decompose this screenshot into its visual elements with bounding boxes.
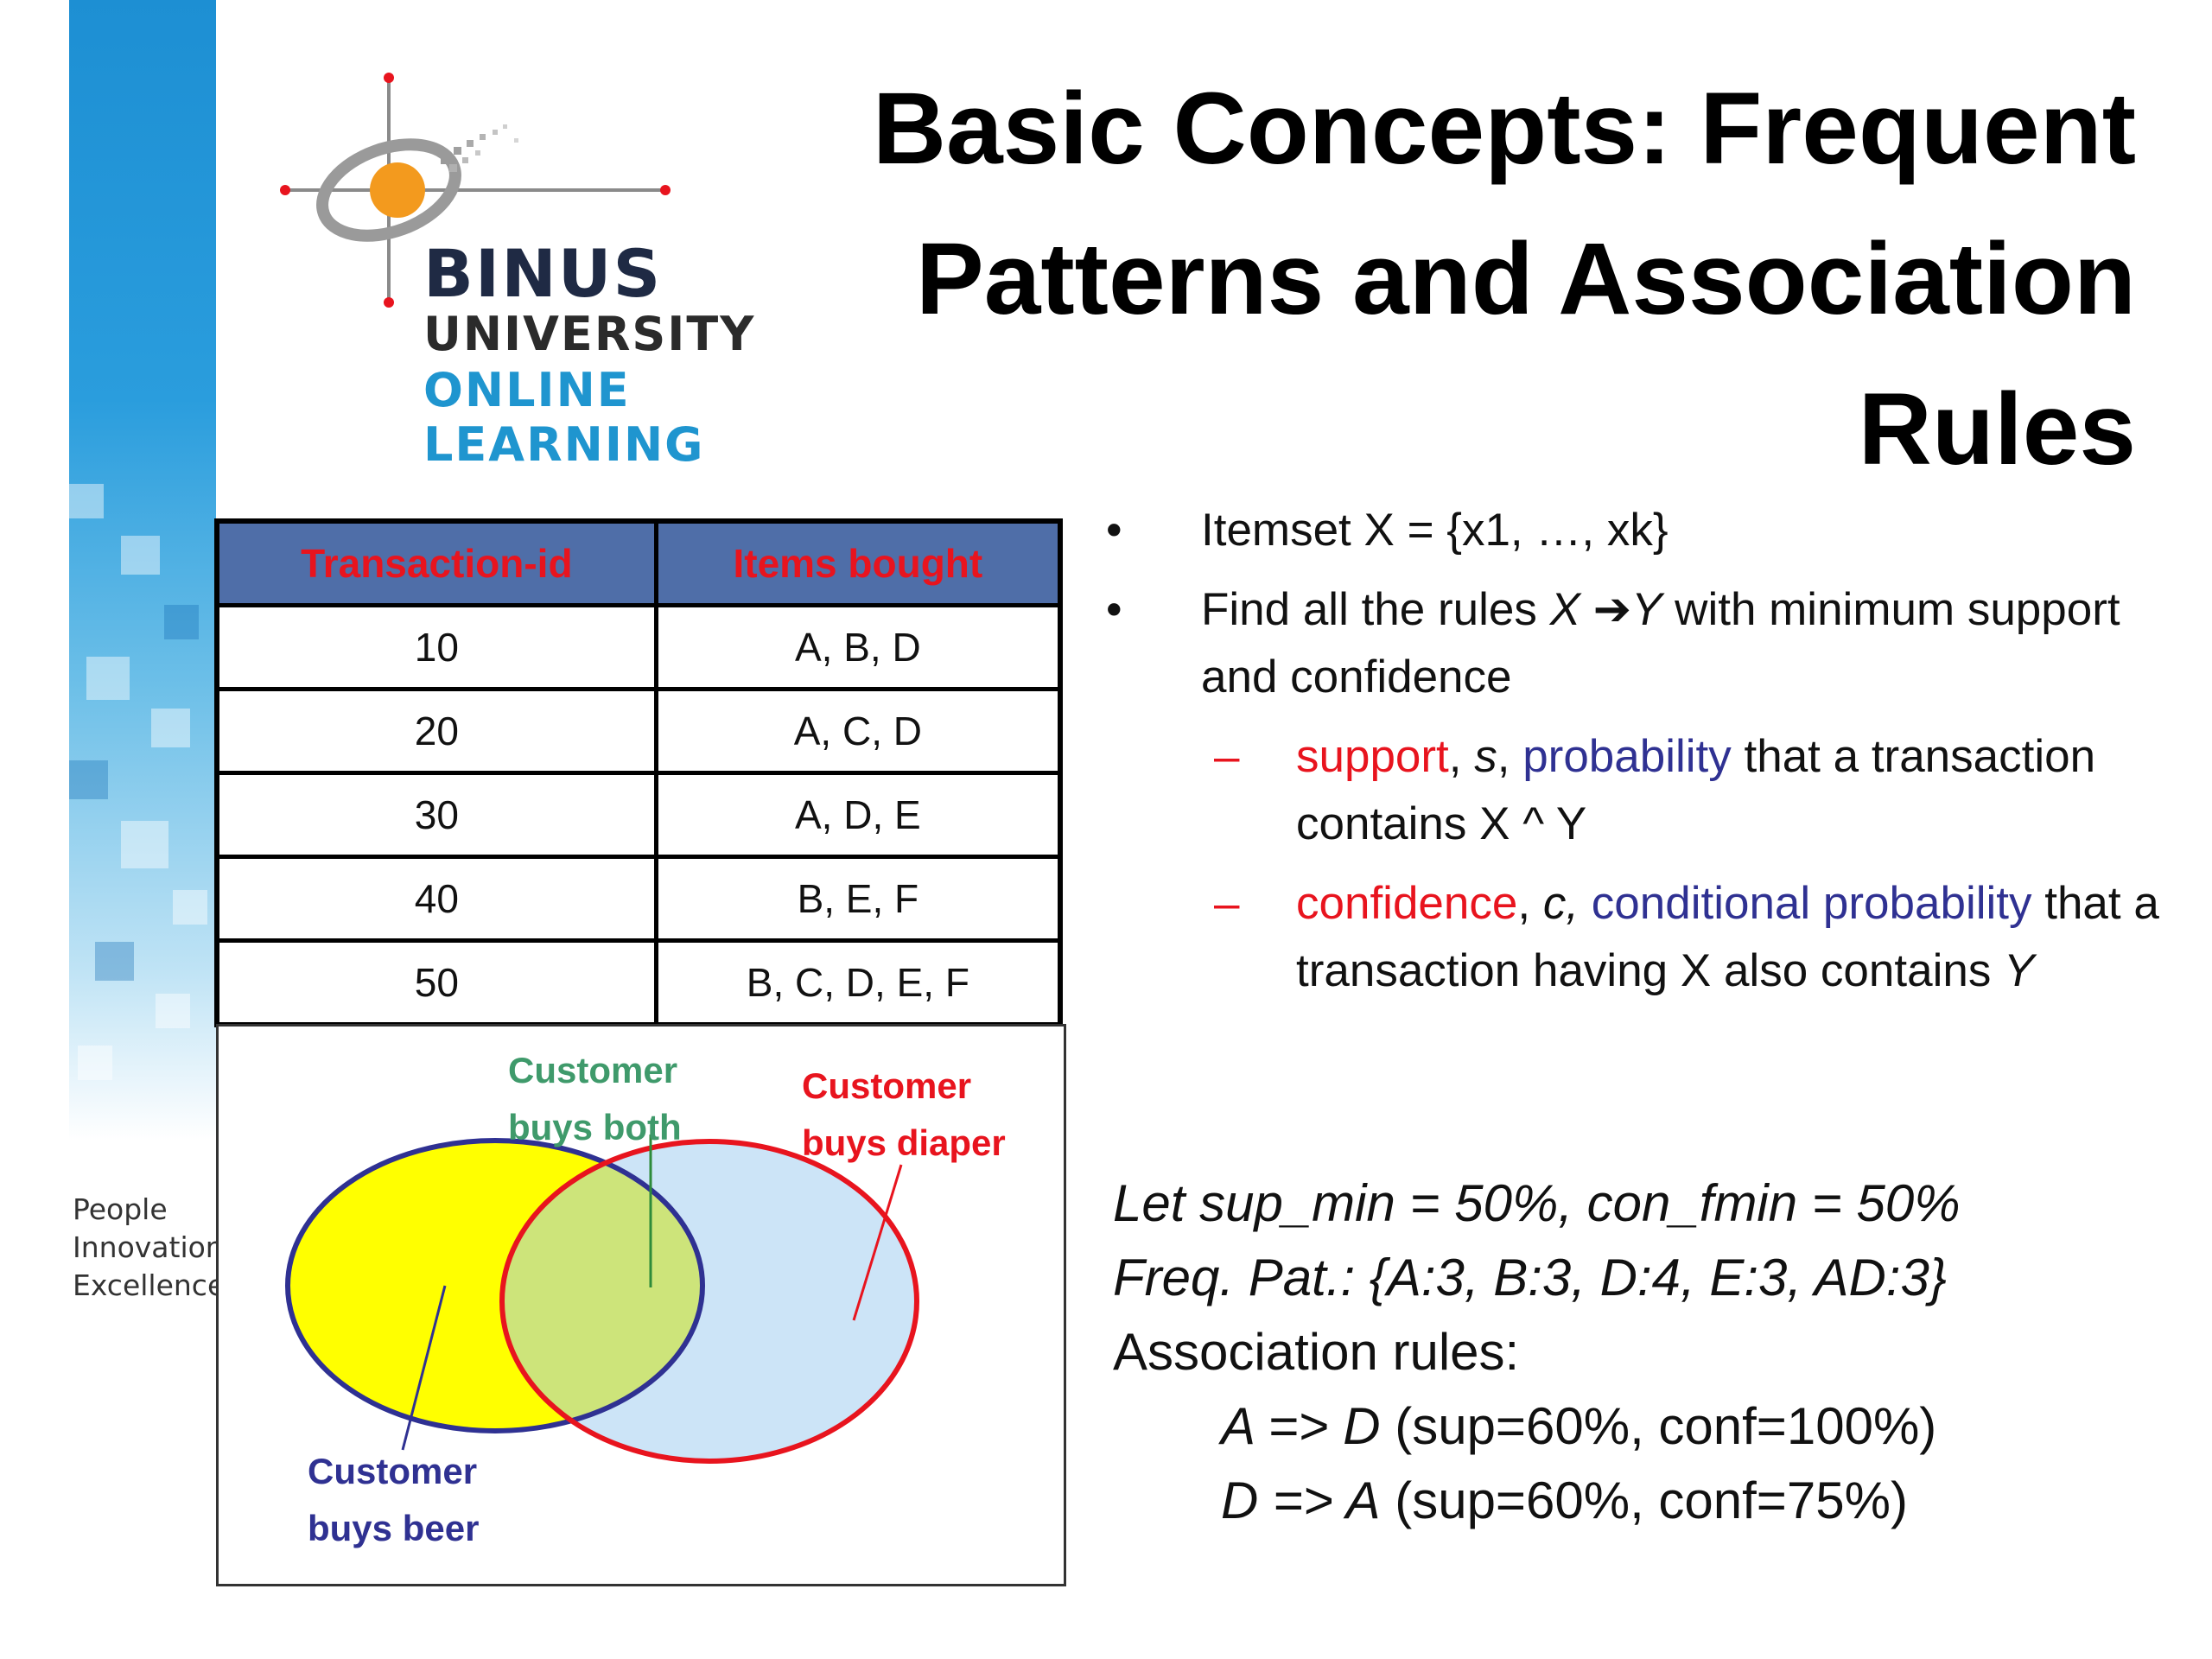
table-row: 20 A, C, D	[214, 687, 1063, 775]
logo-online-text: ONLINE	[423, 363, 631, 417]
rule-a-to-d: A => D (sup=60%, conf=100%)	[1221, 1397, 1937, 1455]
table-row: 40 B, E, F	[214, 855, 1063, 943]
cell-transaction-id: 50	[214, 938, 658, 1027]
transaction-table: Transaction-id Items bought 10 A, B, D 2…	[214, 518, 1063, 1027]
tagline-people: People	[73, 1192, 168, 1226]
table-row: 30 A, D, E	[214, 771, 1063, 859]
slide-title-line-3: Rules	[1858, 372, 2136, 486]
rule-d-to-a: D => A (sup=60%, conf=75%)	[1221, 1471, 1908, 1529]
slide-title: Basic Concepts: Frequent Patterns and As…	[753, 54, 2136, 505]
diaper-set-outline	[499, 1139, 919, 1464]
bullet-marker: •	[1106, 584, 1122, 635]
cell-items-bought: A, D, E	[653, 771, 1063, 859]
logo-learning-text: LEARNING	[423, 417, 705, 472]
dash-marker: –	[1214, 731, 1240, 782]
cell-items-bought: B, E, F	[653, 855, 1063, 943]
bullet-itemset: • Itemset X = {x1, …, xk}	[1106, 497, 2169, 564]
cell-items-bought: A, B, D	[653, 603, 1063, 691]
association-rules-heading: Association rules:	[1113, 1323, 1520, 1381]
right-arrow-icon: ➔	[1592, 584, 1632, 635]
label-customer-buys-beer: Customer buys beer	[308, 1451, 480, 1548]
bullet-marker: •	[1106, 505, 1122, 556]
logo-university-text: UNIVERSITY	[423, 307, 756, 361]
tagline: People Innovation Excellence	[73, 1191, 225, 1305]
table-row: 10 A, B, D	[214, 603, 1063, 691]
slide-title-line-1: Basic Concepts: Frequent	[872, 72, 2136, 186]
header-items-bought: Items bought	[653, 518, 1063, 607]
cell-items-bought: B, C, D, E, F	[653, 938, 1063, 1027]
beer-set-outline	[285, 1138, 705, 1433]
overlap-region	[502, 1141, 702, 1431]
venn-diagram: Customer buys both Customer buys diaper …	[216, 1024, 1066, 1586]
label-customer-buys-diaper: Customer buys diaper	[802, 1065, 1006, 1163]
diaper-pointer-line	[852, 1164, 903, 1321]
venn-diagram-svg	[285, 1135, 919, 1464]
association-rules-example: Let sup_min = 50%, con_fmin = 50% Freq. …	[1113, 1166, 1961, 1538]
thresholds-line: Let sup_min = 50%, con_fmin = 50%	[1113, 1174, 1961, 1232]
slide-title-line-2: Patterns and Association	[916, 222, 2136, 336]
frequent-patterns-line: Freq. Pat.: {A:3, B:3, D:4, E:3, AD:3}	[1113, 1249, 1947, 1306]
definition-bullets: • Itemset X = {x1, …, xk} • Find all the…	[1106, 497, 2169, 1017]
binus-logo-emblem	[280, 73, 671, 308]
tagline-innovation: Innovation	[73, 1230, 224, 1264]
cell-transaction-id: 20	[214, 687, 658, 775]
dash-marker: –	[1214, 878, 1240, 929]
sub-bullet-support: – support, s, probability that a transac…	[1106, 723, 2169, 858]
cell-transaction-id: 40	[214, 855, 658, 943]
table-row: 50 B, C, D, E, F	[214, 938, 1063, 1027]
header-transaction-id: Transaction-id	[214, 518, 658, 607]
label-customer-buys-both: Customer buys both	[508, 1050, 682, 1147]
decorative-side-strip	[69, 0, 216, 1141]
beer-pointer-line	[401, 1285, 447, 1451]
tagline-excellence: Excellence	[73, 1268, 226, 1302]
cell-items-bought: A, C, D	[653, 687, 1063, 775]
cell-transaction-id: 10	[214, 603, 658, 691]
bullet-find-rules: • Find all the rules X ➔Y with minimum s…	[1106, 576, 2169, 711]
table-header-row: Transaction-id Items bought	[214, 518, 1063, 607]
cell-transaction-id: 30	[214, 771, 658, 859]
sub-bullet-confidence: – confidence, c, conditional probability…	[1106, 870, 2169, 1005]
logo-binus-text: BINUS	[423, 235, 663, 312]
